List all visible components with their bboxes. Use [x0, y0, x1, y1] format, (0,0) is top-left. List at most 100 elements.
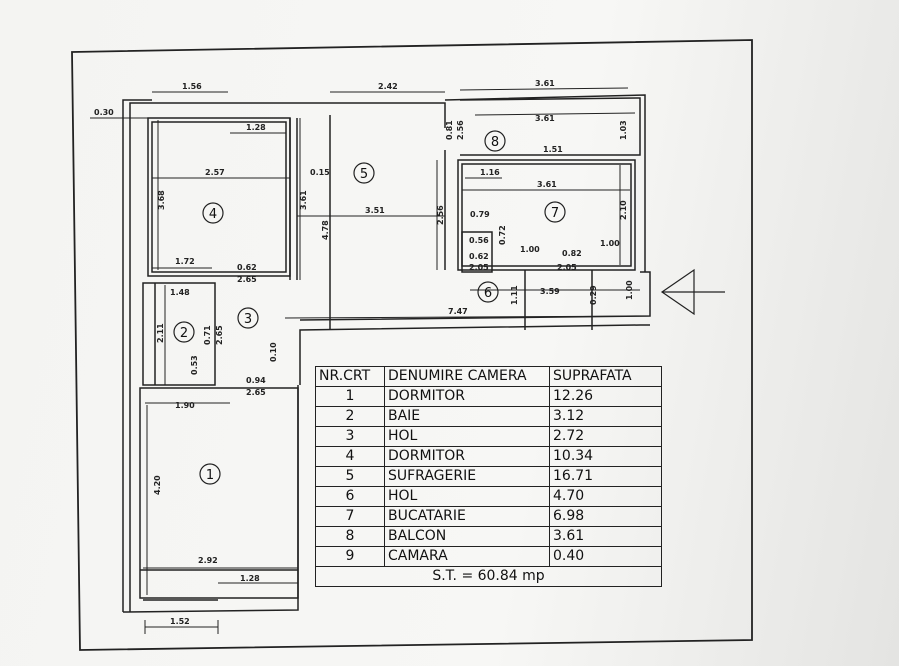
row-area: 10.34 — [549, 446, 662, 467]
dim-label: 4.78 — [321, 220, 330, 240]
walls — [122, 94, 651, 613]
dim-label: 3.61 — [299, 190, 308, 210]
dim-label: 0.53 — [190, 355, 199, 375]
dimension-lines — [90, 87, 651, 634]
drawing-frame — [71, 39, 753, 651]
row-nr: 3 — [315, 426, 385, 447]
header-room-name: DENUMIRE CAMERA — [384, 366, 550, 387]
dim-label: 1.56 — [182, 82, 202, 91]
table-header-row: NR.CRT DENUMIRE CAMERA SUPRAFATA — [315, 366, 662, 387]
header-area: SUPRAFATA — [549, 366, 662, 387]
dim-label: 0.62 — [469, 252, 489, 261]
dim-label: 2.05 — [557, 263, 577, 272]
dim-label: 1.72 — [175, 257, 195, 266]
row-nr: 8 — [315, 526, 385, 547]
dim-label: 0.82 — [562, 249, 582, 258]
dim-label: 2.56 — [456, 120, 465, 140]
dim-label: 1.48 — [170, 288, 190, 297]
row-room: BUCATARIE — [384, 506, 550, 527]
entrance-arrow-icon — [660, 268, 725, 316]
room-number-8: 8 — [491, 135, 499, 150]
dim-label: 0.15 — [310, 168, 330, 177]
dim-label: 7.47 — [448, 307, 468, 316]
room-number-7: 7 — [551, 206, 559, 221]
total-area: S.T. = 60.84 mp — [315, 566, 662, 587]
dim-label: 1.90 — [175, 401, 195, 410]
row-nr: 7 — [315, 506, 385, 527]
dim-label: 3.51 — [365, 206, 385, 215]
dim-label: 0.62 — [237, 263, 257, 272]
row-area: 12.26 — [549, 386, 662, 407]
row-room: BALCON — [384, 526, 550, 547]
dim-label: 2.92 — [198, 556, 218, 565]
dim-label: 2.42 — [378, 82, 398, 91]
dim-label: 1.16 — [480, 168, 500, 177]
dim-label: 3.68 — [157, 190, 166, 210]
dim-label: 1.00 — [625, 280, 634, 300]
room-number-6: 6 — [484, 286, 492, 301]
dim-label: 1.00 — [520, 245, 540, 254]
row-room: HOL — [384, 486, 550, 507]
dim-label: 1.11 — [510, 285, 519, 305]
row-area: 3.12 — [549, 406, 662, 427]
row-room: SUFRAGERIE — [384, 466, 550, 487]
dim-label: 2.05 — [469, 263, 489, 272]
row-area: 3.61 — [549, 526, 662, 547]
dim-label: 1.28 — [240, 574, 260, 583]
dim-label: 2.65 — [215, 325, 224, 345]
dim-label: 0.79 — [470, 210, 490, 219]
dim-label: 0.30 — [94, 108, 114, 117]
room-number-4: 4 — [209, 207, 217, 222]
row-nr: 1 — [315, 386, 385, 407]
dim-label: 2.11 — [156, 323, 165, 343]
row-area: 6.98 — [549, 506, 662, 527]
header-nr: NR.CRT — [315, 366, 385, 387]
room-number-5: 5 — [360, 167, 368, 182]
room-number-2: 2 — [180, 326, 188, 341]
dim-label: 2.56 — [436, 205, 445, 225]
dim-label: 1.51 — [543, 145, 563, 154]
row-room: CAMARA — [384, 546, 550, 567]
row-area: 16.71 — [549, 466, 662, 487]
row-room: BAIE — [384, 406, 550, 427]
dimension-labels: 1.56 2.42 3.61 0.30 1.28 3.61 0.81 2.56 … — [94, 79, 634, 626]
dim-label: 0.56 — [469, 236, 489, 245]
row-room: DORMITOR — [384, 386, 550, 407]
row-area: 0.40 — [549, 546, 662, 567]
dim-label: 1.00 — [600, 239, 620, 248]
dim-label: 3.61 — [535, 114, 555, 123]
dim-label: 1.03 — [619, 120, 628, 140]
dim-label: 0.72 — [498, 225, 507, 245]
dim-label: 3.61 — [535, 79, 555, 88]
room-markers — [173, 130, 566, 485]
dim-label: 0.29 — [589, 285, 598, 305]
dim-label: 1.28 — [246, 123, 266, 132]
dim-label: 2.57 — [205, 168, 225, 177]
dim-label: 0.94 — [246, 376, 266, 385]
dim-label: 4.20 — [153, 475, 162, 495]
row-area: 2.72 — [549, 426, 662, 447]
dim-label: 1.52 — [170, 617, 190, 626]
row-room: DORMITOR — [384, 446, 550, 467]
row-nr: 5 — [315, 466, 385, 487]
row-nr: 4 — [315, 446, 385, 467]
dim-label: 0.10 — [269, 342, 278, 362]
row-nr: 6 — [315, 486, 385, 507]
row-nr: 9 — [315, 546, 385, 567]
row-nr: 2 — [315, 406, 385, 427]
dim-label: 3.61 — [537, 180, 557, 189]
row-room: HOL — [384, 426, 550, 447]
table-total-row: S.T. = 60.84 mp — [315, 566, 662, 587]
dim-label: 2.65 — [237, 275, 257, 284]
room-number-1: 1 — [206, 468, 214, 483]
